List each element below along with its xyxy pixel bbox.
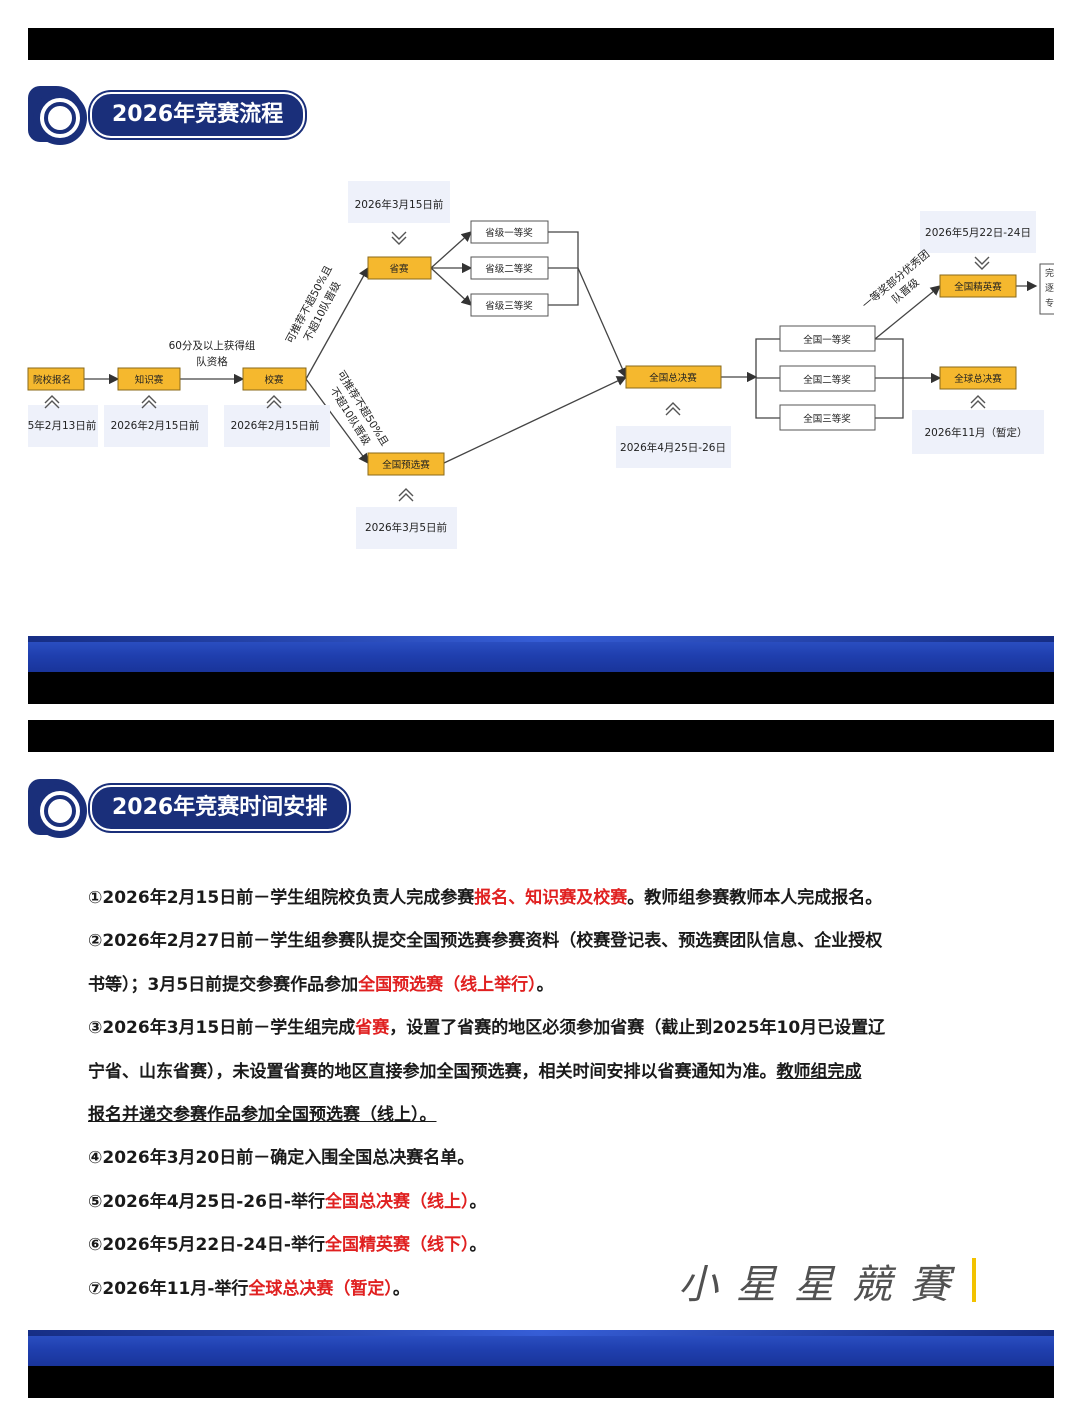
- label-prov1: 省级一等奖: [485, 227, 533, 239]
- section-title-schedule: 2026年竞赛时间安排: [90, 785, 350, 831]
- cut-text-1: 完: [1045, 267, 1054, 279]
- cut-text-3: 专: [1045, 297, 1054, 309]
- label-prov2: 省级二等奖: [485, 263, 533, 275]
- node-elite: [939, 274, 1017, 298]
- slide2-top-black-bar: [28, 720, 1054, 752]
- label-nat3: 全国三等奖: [803, 413, 851, 425]
- date-global: 2026年11月（暂定）: [924, 426, 1027, 439]
- label-campus-signup: 院校报名: [33, 374, 71, 386]
- cut-text-2: 逐: [1045, 283, 1054, 294]
- label-nat2: 全国二等奖: [803, 374, 851, 386]
- chevron-down-icon: [391, 231, 407, 245]
- slide2-bottom-black-bar: [28, 1366, 1054, 1398]
- chevron-icons: [44, 231, 990, 502]
- schedule-item-3-line1: ③2026年3月15日前－学生组完成省赛，设置了省赛的地区必须参加省赛（截止到2…: [88, 1018, 886, 1039]
- label-nat1: 全国一等奖: [803, 334, 851, 346]
- schedule-item-4: ④2026年3月20日前－确定入围全国总决赛名单。: [88, 1148, 475, 1169]
- chevron-down-icon: [974, 256, 990, 270]
- schedule-item-5: ⑤2026年4月25日-26日-举行全国总决赛（线上）。: [88, 1191, 487, 1212]
- node-prov3: [470, 293, 549, 317]
- slide1-bottom-black-bar: [28, 672, 1054, 704]
- chevron-up-icon: [970, 395, 986, 409]
- node-nat1: [779, 325, 876, 352]
- node-province: [367, 256, 432, 280]
- label-province: 省赛: [389, 263, 409, 275]
- node-school: [242, 367, 307, 391]
- schedule-item-6: ⑥2026年5月22日-24日-举行全国精英赛（线下）。: [88, 1235, 487, 1256]
- node-global: [939, 366, 1017, 390]
- competition-flow-diagram: 院校报名 知识赛 校赛 省赛 全国预选赛 全国总决赛 全国精英赛 全球总决赛 省…: [27, 181, 1054, 549]
- node-prov2: [470, 256, 549, 280]
- schedule-list: ①2026年2月15日前－学生组院校负责人完成参赛报名、知识赛及校赛。教师组参赛…: [88, 877, 968, 1311]
- node-knowledge: [117, 367, 181, 391]
- node-nat2: [779, 365, 876, 392]
- schedule-item-2-line2: 书等）；3月5日前提交参赛作品参加全国预选赛（线上举行）。: [88, 974, 554, 995]
- slide1-blue-band: [28, 636, 1054, 672]
- date-campus-signup: 5年2月13日前: [28, 419, 97, 432]
- node-prov1: [470, 220, 549, 244]
- date-knowledge: 2026年2月15日前: [111, 419, 200, 432]
- text-cursor-bar: [972, 1258, 976, 1302]
- label-national-final: 全国总决赛: [649, 372, 697, 384]
- chevron-up-icon: [44, 395, 60, 409]
- schedule-item-3-line2: 宁省、山东省赛），未设置省赛的地区直接参加全国预选赛，相关时间安排以省赛通知为准…: [88, 1061, 862, 1082]
- label-national-pre: 全国预选赛: [382, 459, 430, 471]
- node-campus-signup: [27, 367, 85, 391]
- date-elite: 2026年5月22日-24日: [925, 226, 1031, 239]
- node-national-final: [625, 365, 722, 389]
- label-school: 校赛: [264, 374, 284, 386]
- node-national-pre: [367, 452, 445, 476]
- schedule-item-7: ⑦2026年11月-举行全球总决赛（暂定）。: [88, 1278, 410, 1299]
- date-national-final: 2026年4月25日-26日: [620, 441, 726, 454]
- note-qualify-2: 队资格: [196, 355, 228, 368]
- label-knowledge: 知识赛: [135, 374, 164, 386]
- label-global: 全球总决赛: [954, 373, 1002, 385]
- chevron-up-icon: [141, 395, 157, 409]
- circle-icon: [33, 784, 87, 838]
- schedule-item-1: ①2026年2月15日前－学生组院校负责人完成参赛报名、知识赛及校赛。教师组参赛…: [88, 888, 883, 908]
- label-prov3: 省级三等奖: [485, 300, 533, 312]
- schedule-item-2-line1: ②2026年2月27日前－学生组参赛队提交全国预选赛参赛资料（校赛登记表、预选赛…: [88, 931, 883, 952]
- date-school: 2026年2月15日前: [231, 419, 320, 432]
- label-elite: 全国精英赛: [954, 281, 1002, 293]
- note-qualify-1: 60分及以上获得组: [169, 339, 256, 352]
- date-national-pre: 2026年3月5日前: [365, 521, 447, 534]
- section-title-flow: 2026年竞赛流程: [90, 92, 306, 138]
- circle-icon: [33, 91, 87, 145]
- node-nat3: [779, 404, 876, 431]
- chevron-up-icon: [398, 488, 414, 502]
- slide2-blue-band: [28, 1330, 1054, 1366]
- top-black-bar: [28, 28, 1054, 60]
- chevron-up-icon: [266, 395, 282, 409]
- chevron-up-icon: [665, 402, 681, 416]
- date-province: 2026年3月15日前: [355, 198, 444, 211]
- watermark-signature: 小星星競賽: [678, 1262, 968, 1308]
- schedule-item-3-line3: 报名并递交参赛作品参加全国预选赛（线上）。: [88, 1104, 437, 1125]
